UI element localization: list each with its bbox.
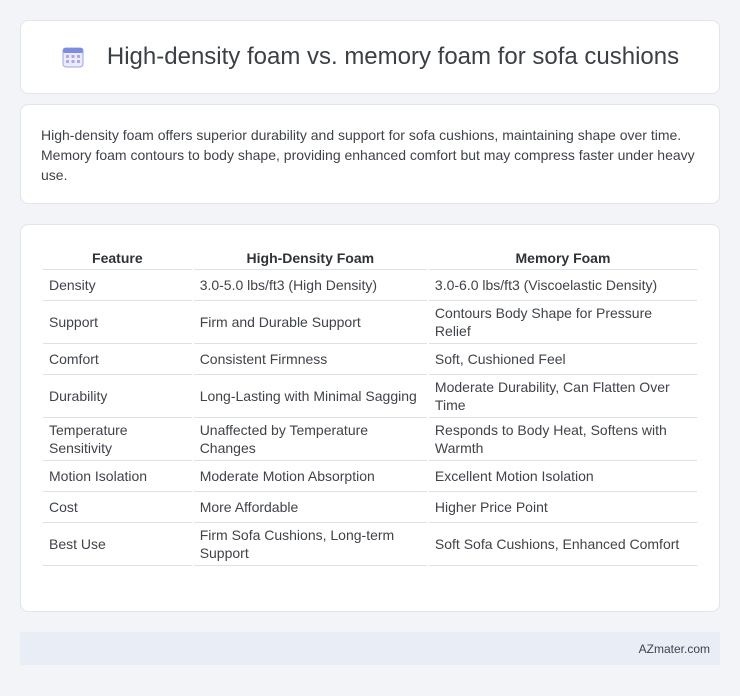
table-cell-high-density: 3.0-5.0 lbs/ft3 (High Density) bbox=[193, 270, 427, 301]
title-card: High-density foam vs. memory foam for so… bbox=[20, 20, 720, 94]
header-memory-foam: Memory Foam bbox=[428, 245, 697, 270]
summary-text: High-density foam offers superior durabi… bbox=[41, 127, 695, 183]
comparison-table: Feature High-Density Foam Memory Foam De… bbox=[41, 245, 699, 566]
table-cell-feature: Motion Isolation bbox=[43, 461, 192, 492]
table-cell-high-density: Firm Sofa Cushions, Long-term Support bbox=[193, 523, 427, 566]
title-wrap: High-density foam vs. memory foam for so… bbox=[61, 43, 679, 71]
table-row: Durability Long-Lasting with Minimal Sag… bbox=[43, 375, 697, 418]
table-cell-high-density: Moderate Motion Absorption bbox=[193, 461, 427, 492]
table-cell-feature: Temperature Sensitivity bbox=[43, 418, 192, 461]
header-high-density-foam: High-Density Foam bbox=[193, 245, 427, 270]
table-cell-high-density: Unaffected by Temperature Changes bbox=[193, 418, 427, 461]
table-row: Comfort Consistent Firmness Soft, Cushio… bbox=[43, 344, 697, 375]
table-header-row: Feature High-Density Foam Memory Foam bbox=[43, 245, 697, 270]
table-cell-memory: Soft, Cushioned Feel bbox=[428, 344, 697, 375]
page-title: High-density foam vs. memory foam for so… bbox=[106, 43, 680, 70]
table-row: Density 3.0-5.0 lbs/ft3 (High Density) 3… bbox=[43, 270, 697, 301]
table-cell-memory: 3.0-6.0 lbs/ft3 (Viscoelastic Density) bbox=[428, 270, 697, 301]
table-cell-memory: Responds to Body Heat, Softens with Warm… bbox=[428, 418, 697, 461]
table-cell-high-density: Firm and Durable Support bbox=[193, 301, 427, 344]
table-cell-memory: Contours Body Shape for Pressure Relief bbox=[428, 301, 697, 344]
footer: AZmater.com bbox=[20, 632, 720, 665]
table-cell-memory: Moderate Durability, Can Flatten Over Ti… bbox=[428, 375, 697, 418]
table-cell-feature: Durability bbox=[43, 375, 192, 418]
table-cell-feature: Density bbox=[43, 270, 192, 301]
table-cell-high-density: More Affordable bbox=[193, 492, 427, 523]
table-row: Motion Isolation Moderate Motion Absorpt… bbox=[43, 461, 697, 492]
table-cell-memory: Higher Price Point bbox=[428, 492, 697, 523]
table-row: Support Firm and Durable Support Contour… bbox=[43, 301, 697, 344]
calendar-icon bbox=[62, 47, 84, 68]
table-cell-feature: Best Use bbox=[43, 523, 192, 566]
table-cell-feature: Comfort bbox=[43, 344, 192, 375]
table-cell-memory: Excellent Motion Isolation bbox=[428, 461, 697, 492]
summary-card: High-density foam offers superior durabi… bbox=[20, 104, 720, 204]
table-row: Best Use Firm Sofa Cushions, Long-term S… bbox=[43, 523, 697, 566]
table-cell-feature: Cost bbox=[43, 492, 192, 523]
header-feature: Feature bbox=[43, 245, 192, 270]
table-row: Temperature Sensitivity Unaffected by Te… bbox=[43, 418, 697, 461]
table-row: Cost More Affordable Higher Price Point bbox=[43, 492, 697, 523]
table-cell-high-density: Long-Lasting with Minimal Sagging bbox=[193, 375, 427, 418]
comparison-table-card: Feature High-Density Foam Memory Foam De… bbox=[20, 224, 720, 612]
table-cell-memory: Soft Sofa Cushions, Enhanced Comfort bbox=[428, 523, 697, 566]
table-cell-feature: Support bbox=[43, 301, 192, 344]
table-cell-high-density: Consistent Firmness bbox=[193, 344, 427, 375]
footer-brand: AZmater.com bbox=[638, 641, 710, 656]
